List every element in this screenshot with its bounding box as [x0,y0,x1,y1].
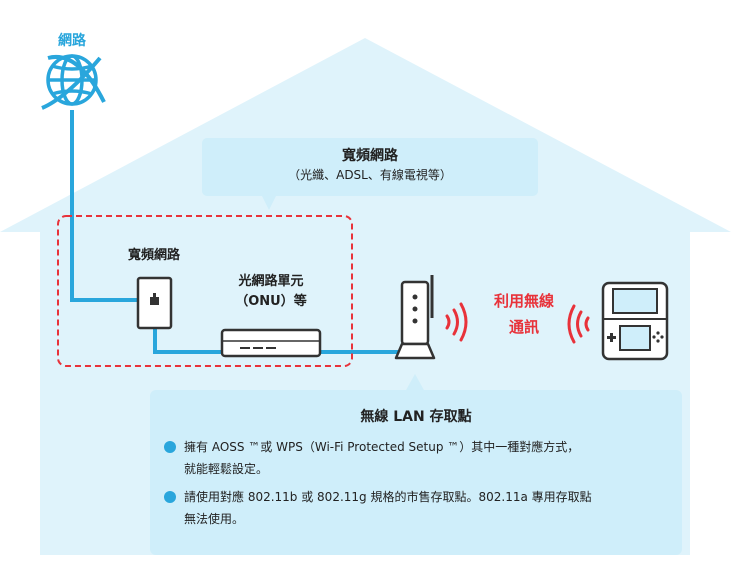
access-point-icon [394,275,436,360]
info-bullet-1-line2: 就能輕鬆設定。 [184,462,269,476]
isp-equipment-group [57,215,353,367]
internet-cable [70,110,138,302]
info-bullet-2-line2: 無法使用。 [184,512,245,526]
bullet-dot-icon [164,441,176,453]
info-bullet-2-line1: 請使用對應 802.11b 或 802.11g 規格的市售存取點。802.11a… [184,490,592,504]
network-label: 網路 [58,33,86,49]
wireless-label-line2: 通訊 [508,318,539,336]
broadband-callout-box [202,138,538,196]
wireless-label-line1: 利用無線 [493,292,554,310]
access-point-title: 無線 LAN 存取點 [360,409,472,425]
access-point-info-box: 無線 LAN 存取點 擁有 AOSS ™或 WPS（Wi-Fi Protecte… [150,390,682,555]
onu-label: 光網路單元 （ONU）等 [206,272,336,312]
info-bullet-1-line1: 擁有 AOSS ™或 WPS（Wi-Fi Protected Setup ™）其… [184,440,580,454]
onu-label-line1: 光網路單元 [238,274,304,289]
jack-to-onu-cable [153,320,222,354]
onu-label-line2: （ONU）等 [235,294,307,309]
info-bullet-1: 擁有 AOSS ™或 WPS（Wi-Fi Protected Setup ™）其… [164,436,684,480]
broadband-callout-title: 寬頻網路 [342,148,398,164]
ap-wireless-waves-icon [445,302,468,342]
onu-device-icon [220,328,322,358]
ap-callout-pointer [405,374,425,392]
bullet-dot-icon [164,491,176,503]
info-bullet-2: 請使用對應 802.11b 或 802.11g 規格的市售存取點。802.11a… [164,486,684,530]
wall-jack-icon [136,276,173,330]
wall-jack-label: 寬頻網路 [127,248,180,263]
broadband-callout-pointer [262,196,276,210]
wireless-label: 利用無線 通訊 [476,288,572,340]
globe-icon [41,54,106,110]
broadband-callout: 寬頻網路 （光纖、ADSL、有線電視等） [202,146,538,184]
console-wireless-waves-icon [567,304,590,344]
broadband-callout-subtitle: （光纖、ADSL、有線電視等） [288,168,452,182]
handheld-console-icon [601,281,669,361]
